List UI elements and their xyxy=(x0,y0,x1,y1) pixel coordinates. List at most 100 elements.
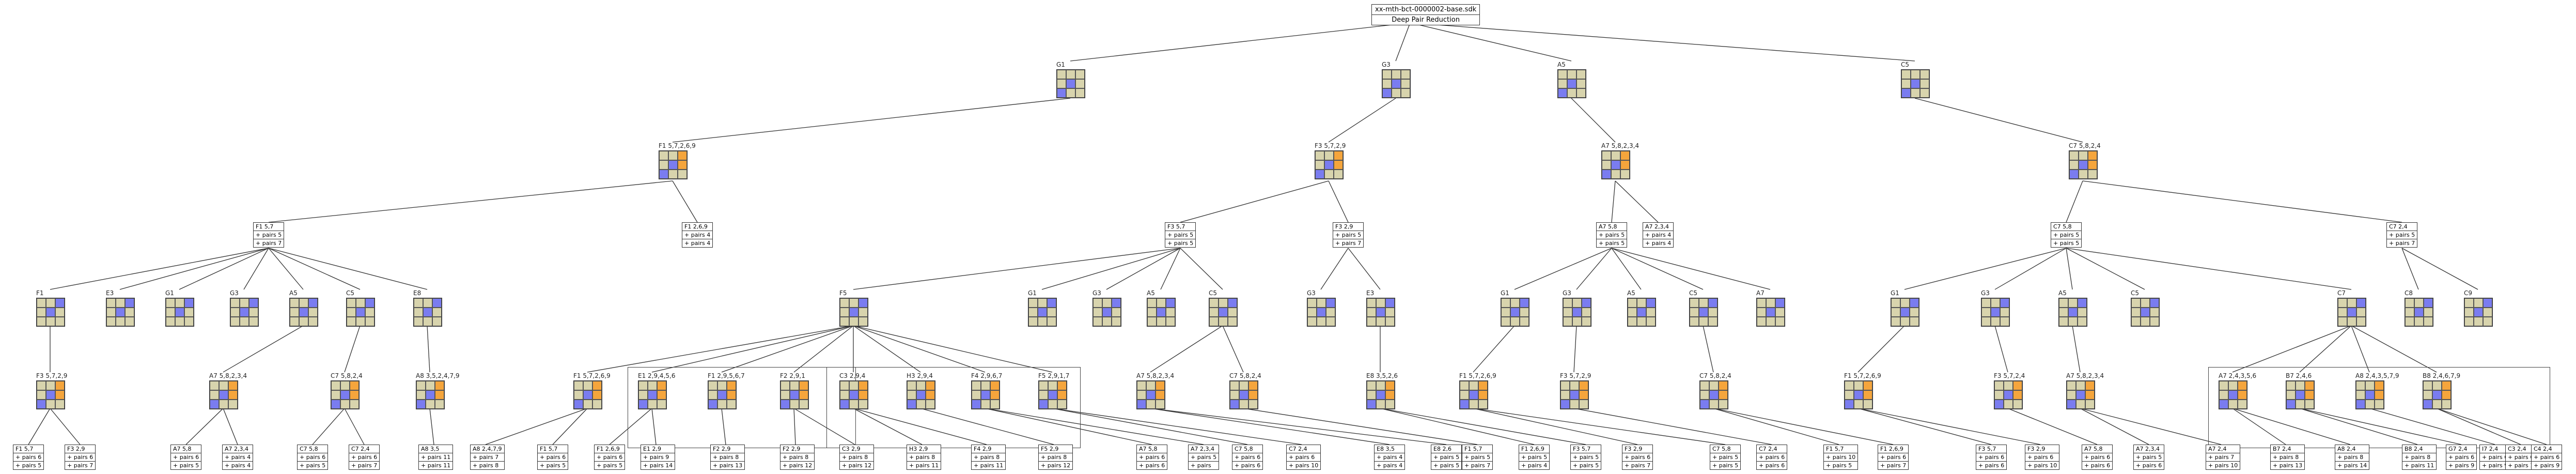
info-label: A7 5,8 xyxy=(1599,223,1617,230)
grid-cell xyxy=(2150,298,2159,308)
grid-cell xyxy=(1501,317,1510,326)
grid-cell xyxy=(1579,381,1588,390)
tree-edge xyxy=(2066,248,2073,290)
grid-cell xyxy=(55,308,65,317)
info-row: + pairs 5 xyxy=(2134,453,2164,461)
sudoku-grid xyxy=(2066,380,2095,409)
tree-edge xyxy=(268,248,428,290)
grid-cell xyxy=(678,151,687,160)
info-label: F1 2,6,9 xyxy=(1521,446,1544,452)
grid-cell xyxy=(1047,317,1056,326)
grid-cell xyxy=(1699,317,1708,326)
grid-cell xyxy=(290,298,299,308)
grid-cell xyxy=(423,317,432,326)
grid-cell xyxy=(668,151,678,160)
info-row: + pairs 5 xyxy=(1165,231,1196,239)
mid-node: F3 5,7,2,9 xyxy=(1560,372,1591,409)
grid-cell xyxy=(1038,298,1047,308)
sudoku-grid xyxy=(1891,298,1919,327)
bottom-node: A8 2,4,7,9+ pairs 7+ pairs 8 xyxy=(470,445,505,470)
grid-cell xyxy=(1646,298,1656,308)
node-label: H3 2,9,4 xyxy=(907,372,933,379)
grid-cell xyxy=(2365,390,2375,400)
grid-cell xyxy=(435,390,444,400)
sudoku-grid xyxy=(638,380,667,409)
grid-cell xyxy=(1057,70,1066,79)
grid-cell xyxy=(1315,160,1324,170)
grid-cell xyxy=(2238,381,2247,390)
sudoku-grid xyxy=(1056,69,1085,98)
level1-node: G1 xyxy=(1056,61,1085,98)
tree-edge xyxy=(268,248,304,290)
grid-cell xyxy=(2375,400,2384,409)
grid-cell xyxy=(648,400,657,409)
mid-node: C3 2,9,4 xyxy=(839,372,868,409)
tree-edge xyxy=(672,180,698,223)
grid-cell xyxy=(365,308,374,317)
grid-cell xyxy=(708,390,717,400)
info-row: + pairs 8 xyxy=(471,461,504,469)
grid-cell xyxy=(1757,317,1766,326)
grid-cell xyxy=(1334,160,1343,170)
grid-cell xyxy=(2131,298,2141,308)
info-label: F3 2,9 xyxy=(67,446,85,452)
grid-cell xyxy=(184,308,194,317)
grid-cell xyxy=(1066,70,1075,79)
info-label: B8 2,4 xyxy=(2405,446,2423,452)
info-row: + pairs 12 xyxy=(780,461,815,469)
grid-cell xyxy=(1910,298,1919,308)
grid-cell xyxy=(1991,298,2000,308)
info-label: F1 5,7 xyxy=(15,446,34,452)
grid-cell xyxy=(638,400,648,409)
grid-cell xyxy=(116,317,125,326)
tree-edge xyxy=(1328,180,1349,223)
tree-edge xyxy=(853,408,987,445)
info-label: A7 5,8 xyxy=(2084,446,2103,452)
tree-edge xyxy=(1222,325,1244,373)
grid-cell xyxy=(240,298,249,308)
bottom-node: F3 2,9+ pairs 6+ pairs 7 xyxy=(65,445,96,470)
info-label: C7 5,8 xyxy=(300,446,318,452)
info-label: E8 2,6 xyxy=(1433,446,1451,452)
node-label: C3 2,9,4 xyxy=(839,372,866,379)
grid-cell xyxy=(1028,308,1038,317)
grid-cell xyxy=(1039,390,1048,400)
info-label: C7 5,8 xyxy=(2053,223,2072,230)
grid-cell xyxy=(1891,298,1900,308)
bottom-node: F1 2,6,9+ pairs 6+ pairs 7 xyxy=(1878,445,1909,470)
grid-cell xyxy=(175,298,184,308)
sudoku-grid xyxy=(1366,380,1395,409)
bottom-node: F5 2,9+ pairs 8+ pairs 12 xyxy=(1038,445,1073,470)
grid-cell xyxy=(2356,390,2365,400)
bottom-node: C7 2,4+ pairs 6+ pairs 7 xyxy=(349,445,380,470)
grid-cell xyxy=(125,308,134,317)
grid-cell xyxy=(340,381,350,390)
grid-cell xyxy=(1209,317,1219,326)
info-row: + pairs 5 xyxy=(254,231,284,239)
grid-cell xyxy=(1248,390,1258,400)
info-label: E1 2,9 xyxy=(643,446,661,452)
tree-edge xyxy=(2299,408,2462,445)
info-row: + pairs 5 xyxy=(1165,239,1196,247)
grid-cell xyxy=(2000,298,2009,308)
grid-cell xyxy=(1093,298,1102,308)
info-row: + pairs 7 xyxy=(349,461,380,469)
grid-cell xyxy=(574,390,583,400)
grid-cell xyxy=(2305,381,2314,390)
info-label: F1 2,6,9 xyxy=(684,223,708,230)
info-label: B7 2,4 xyxy=(2273,446,2291,452)
grid-cell xyxy=(1038,317,1047,326)
grid-cell xyxy=(2228,400,2238,409)
grid-cell xyxy=(972,400,981,409)
tree-edge xyxy=(2072,325,2081,373)
grid-cell xyxy=(2079,160,2088,170)
tree-edge xyxy=(1410,22,1572,62)
grid-cell xyxy=(2013,390,2022,400)
grid-cell xyxy=(1709,381,1719,390)
tree-edge xyxy=(1473,408,1726,445)
grid-cell xyxy=(2423,400,2432,409)
tree-edge xyxy=(853,325,921,373)
tree-edge xyxy=(721,408,726,445)
grid-cell xyxy=(727,400,736,409)
leaf-node: A5 xyxy=(2058,289,2087,327)
